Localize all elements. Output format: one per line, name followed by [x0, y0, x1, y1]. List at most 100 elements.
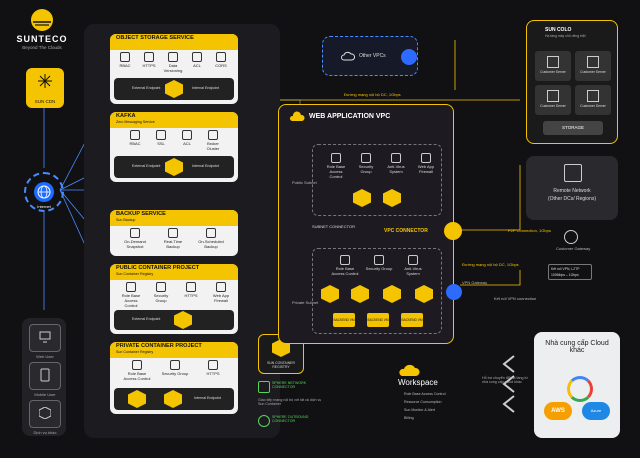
workspace-item: Resource Consumption [404, 400, 442, 404]
broker-icon [208, 130, 218, 140]
feature-security-group: Security Group [365, 255, 393, 271]
other-cloud-title: Nhà cung cấp Cloud khác [545, 340, 609, 354]
customer-gateway-node[interactable] [564, 230, 578, 244]
backend-vm[interactable]: BACKEND VM [367, 313, 389, 327]
backend-vm[interactable]: BACKEND VM [333, 313, 355, 327]
backend-hex-icon[interactable] [415, 285, 433, 303]
server-card[interactable]: Customer Server [575, 85, 611, 115]
rbac-icon [132, 360, 142, 370]
rbac-icon [130, 130, 140, 140]
antivirus-icon [391, 153, 401, 163]
card-subtitle: Zero Messaging Service [116, 120, 155, 124]
migration-label: Hỗ trợ chuyển đổi hạ tầng từ nhà cung cấ… [482, 376, 528, 384]
vpc-connector-node[interactable] [444, 222, 462, 240]
mobile-user-device[interactable]: Mobile User [29, 362, 61, 397]
feature-antivirus: Anti-Virus System [399, 255, 427, 276]
internet-label: Internet [37, 204, 51, 209]
cloud-icon [399, 364, 420, 376]
monitor-icon [39, 331, 51, 343]
dc-link-label: Đường mạng nội bộ DC, 1Gbps [344, 92, 401, 97]
sunteco-logo [30, 8, 54, 32]
phone-icon [40, 368, 50, 382]
instance-hex-icon[interactable] [353, 189, 371, 207]
feature-realtime: Real-Time Backup [158, 228, 188, 249]
vpn-link-label: Kết nối VPN, L2TP [551, 267, 580, 271]
server-icon [547, 90, 559, 102]
remote-subtitle: (Other DCs/ Regions) [547, 196, 597, 202]
card-title: KAFKA [116, 113, 136, 119]
vpn-conn-label: Kết nối VPN connection [494, 296, 537, 301]
backend-hex-icon[interactable] [383, 285, 401, 303]
backend-hex-icon[interactable] [321, 285, 339, 303]
backend-hex-icon[interactable] [351, 285, 369, 303]
cloud-icon [341, 51, 355, 61]
remote-network[interactable]: Remote Network (Other DCs/ Regions) [526, 156, 618, 220]
firewall-icon [216, 282, 226, 292]
remote-title: Remote Network [553, 188, 591, 194]
feature-acl: ACL [176, 130, 198, 146]
other-vpcs-label: Other VPCs [359, 53, 386, 59]
card-subtitle: Sun Container Registry [116, 272, 154, 276]
feature-security-group: Security Group [160, 360, 190, 376]
schedule-icon [206, 228, 216, 238]
rbac-icon [120, 52, 130, 62]
feature-antivirus: Anti-Virus System [383, 153, 409, 174]
other-vpcs[interactable]: Other VPCs [322, 36, 418, 76]
object-storage-card[interactable]: OBJECT STORAGE SERVICE RBAC HTTPS Data V… [110, 34, 238, 104]
internet-node[interactable]: Internet [24, 172, 64, 212]
versioning-icon [168, 52, 178, 62]
storage-hex-icon [165, 80, 183, 98]
nat-icon [258, 381, 270, 393]
antivirus-icon [408, 255, 418, 265]
vpn-gateway-node[interactable] [446, 284, 462, 300]
router-icon [401, 49, 417, 65]
device-label: Dịch vụ khác [33, 430, 57, 435]
colo-storage[interactable]: STORAGE [543, 121, 603, 135]
security-group-icon [361, 153, 371, 163]
globe-icon [37, 185, 51, 199]
brand-tagline: Beyond The Clouds [22, 45, 62, 50]
private-subnet-label: Private Subnet [292, 300, 319, 305]
feature-cors: CORS [210, 52, 232, 68]
other-services-device[interactable]: Dịch vụ khác [29, 400, 61, 435]
vpn-link-bandwidth: 100Mbps – 1Gbps [551, 273, 579, 277]
server-card[interactable]: Customer Server [535, 51, 571, 81]
sun-colo-card[interactable]: SUN COLO Hạ tầng máy chủ riêng biệt Cust… [526, 20, 618, 144]
cors-icon [216, 52, 226, 62]
vpn-link-box: Kết nối VPN, L2TP 100Mbps – 1Gbps [548, 264, 592, 280]
workspace-item: Billing [404, 416, 414, 420]
other-cloud-card[interactable]: Nhà cung cấp Cloud khác AWS Azure [534, 332, 620, 438]
cdn-label: SUN CDN [34, 99, 56, 104]
https-icon [208, 360, 218, 370]
gateway-icon [258, 415, 270, 427]
card-subtitle: Sun Container Registry [116, 350, 154, 354]
cloud-icon [289, 111, 305, 121]
server-card[interactable]: Customer Server [575, 51, 611, 81]
sun-cdn-card[interactable]: SUN CDN [26, 68, 64, 108]
security-group-icon [156, 282, 166, 292]
vpn-gateway-label: VPN Gateway [462, 280, 488, 285]
card-subtitle: Sun Backup [116, 218, 136, 222]
cdn-icon [38, 74, 52, 88]
realtime-icon [168, 228, 178, 238]
web-user-device[interactable]: Web User [29, 324, 61, 359]
azure-icon: Azure [582, 402, 610, 420]
customer-gateway-label: Customer Gateway [556, 246, 591, 251]
gcp-icon [567, 376, 593, 402]
ssl-icon [156, 130, 166, 140]
gw-label: SPHERE OUTBOUND CONNECTOR [272, 415, 309, 423]
feature-rbac: Role Base Access Control [122, 360, 152, 381]
endpoint-row: External Endpoint [114, 310, 234, 330]
backend-vm[interactable]: BACKEND VM [401, 313, 423, 327]
server-card[interactable]: Customer Server [535, 85, 571, 115]
legend-nat-desc: Giao tiếp mạng nội bộ với tất cả dịch vụ… [258, 398, 322, 406]
workspace[interactable]: Workspace Role Base Access Control Resou… [390, 362, 482, 438]
feature-security-group: Security Group [148, 282, 174, 303]
https-icon [186, 282, 196, 292]
instance-hex-icon[interactable] [383, 189, 401, 207]
feature-rbac: RBAC [114, 52, 136, 68]
